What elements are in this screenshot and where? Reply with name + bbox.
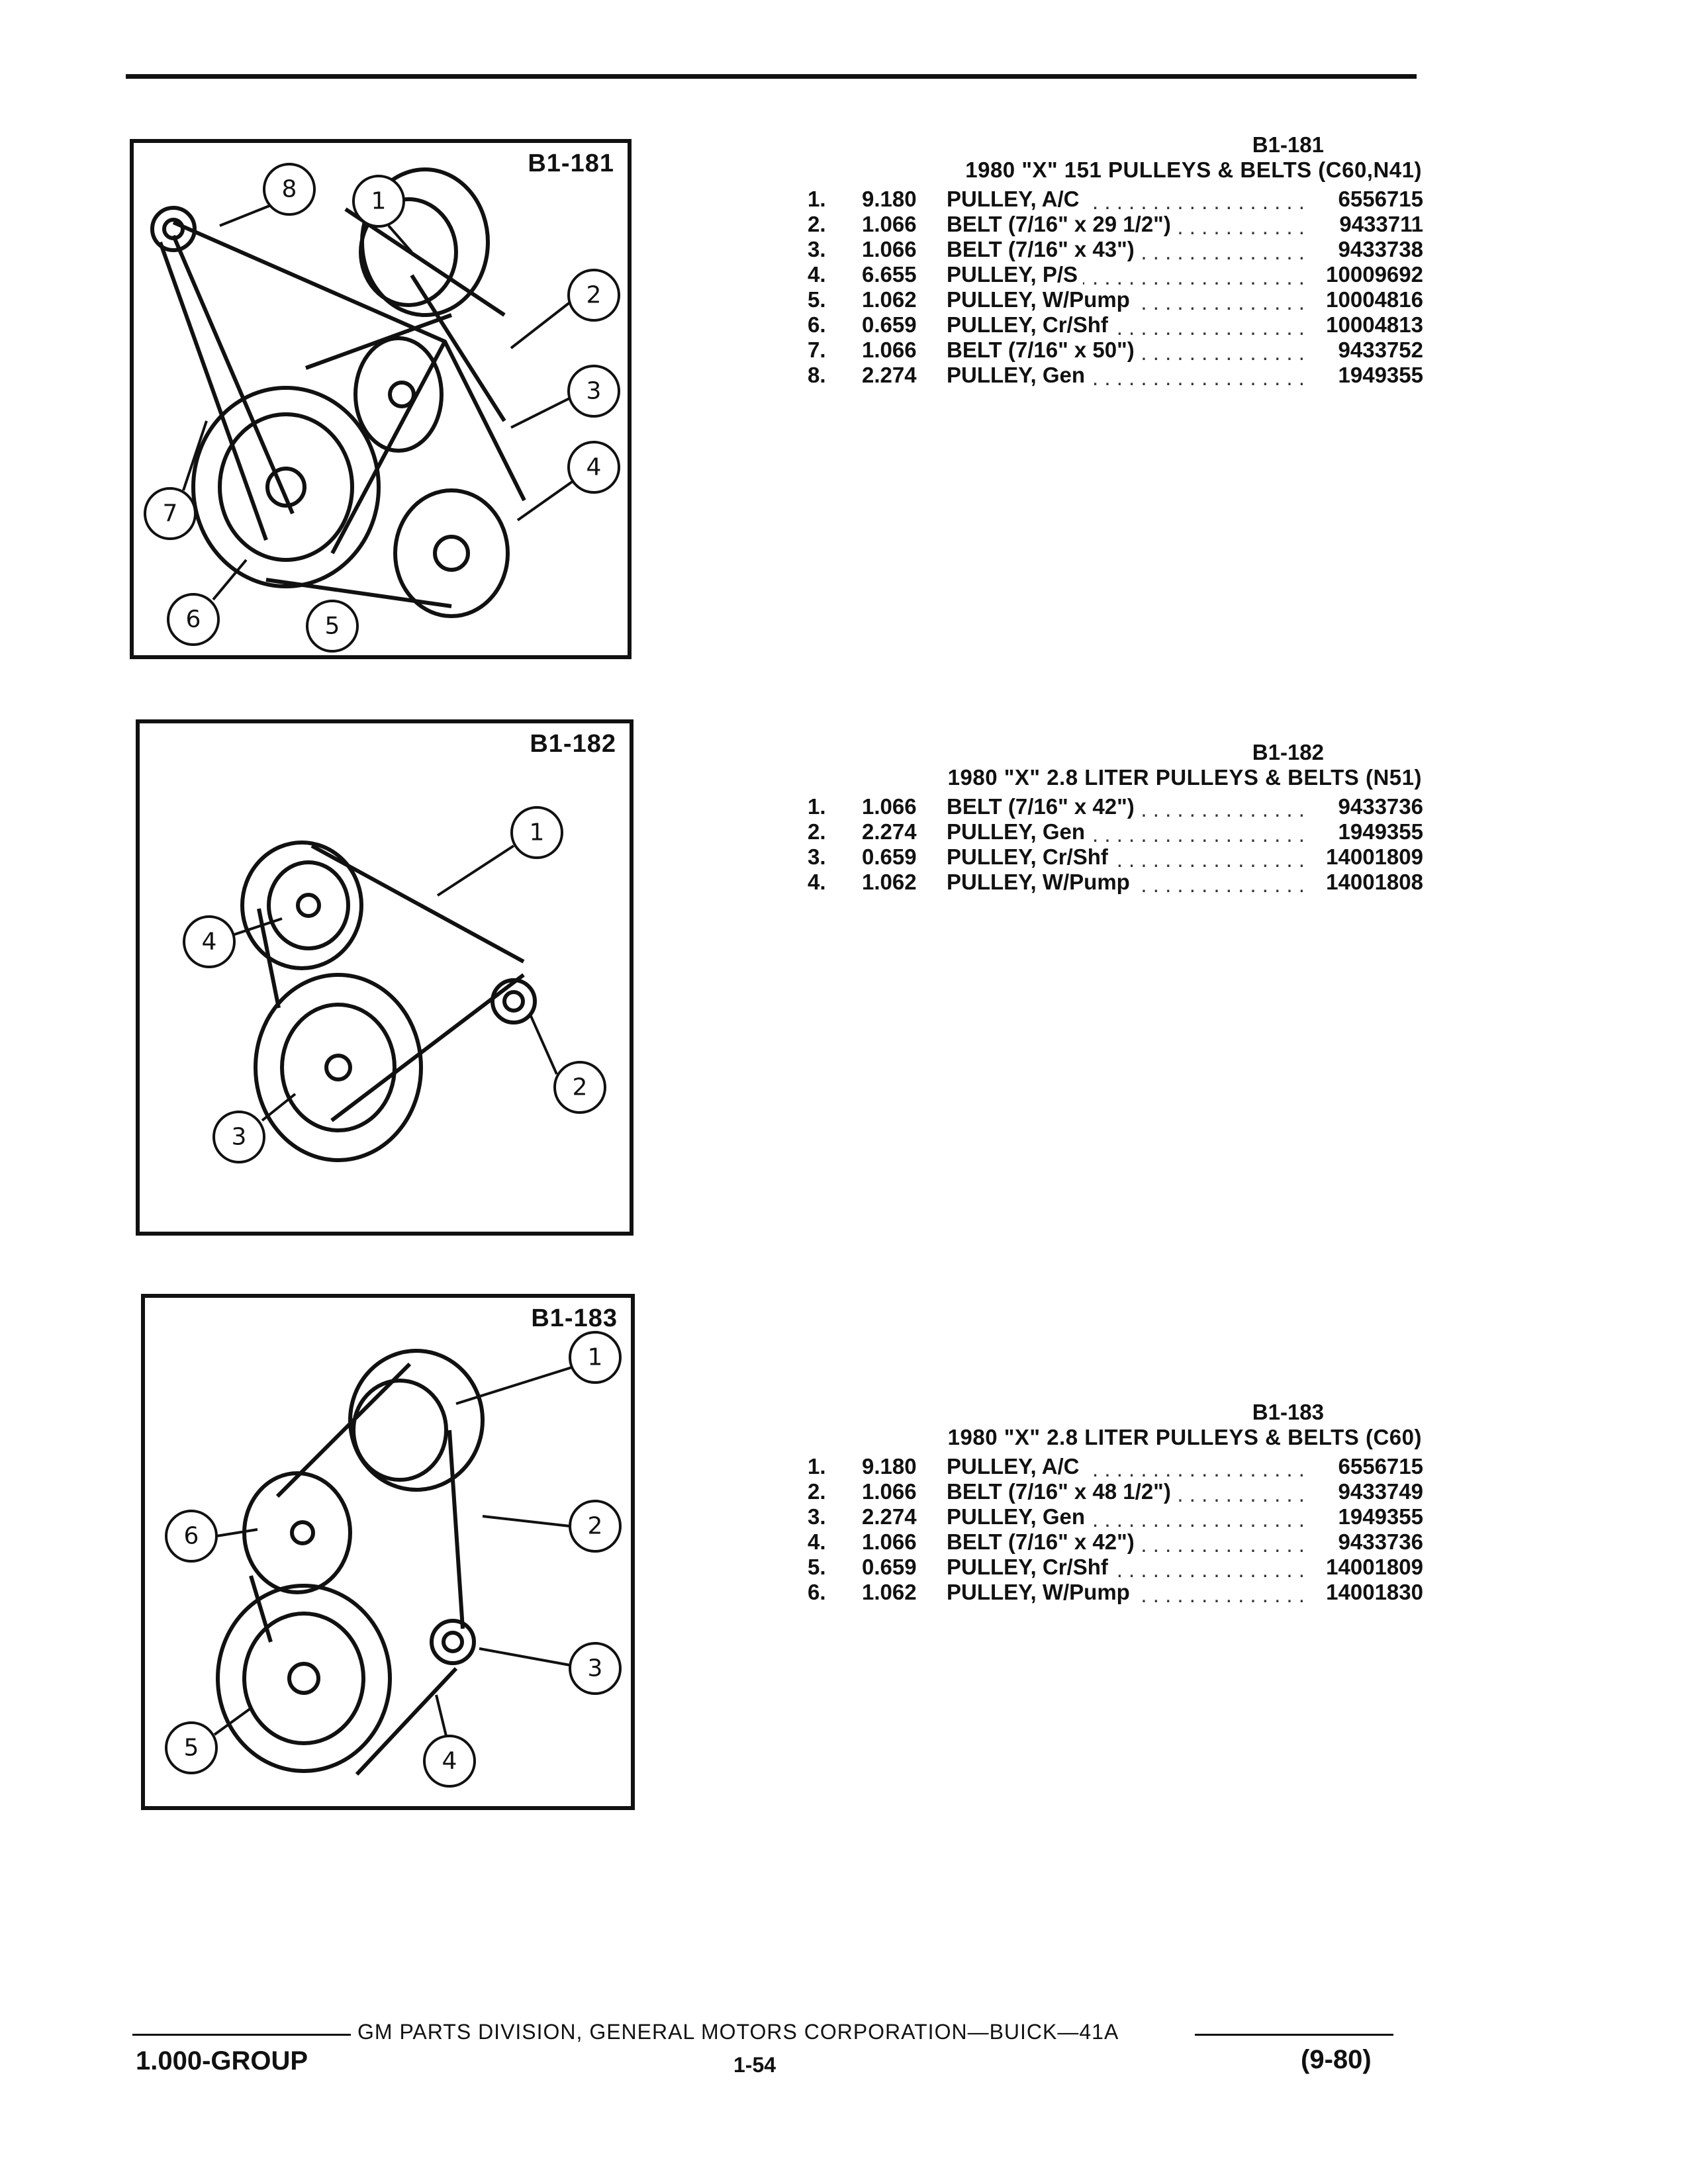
svg-text:4: 4 bbox=[442, 1748, 457, 1775]
callout-2: 2 bbox=[553, 1061, 606, 1114]
svg-text:1: 1 bbox=[371, 188, 387, 215]
figure-label: B1-183 bbox=[531, 1304, 618, 1332]
callout-8: 8 bbox=[263, 163, 316, 216]
figure-b1-183: B1-183 1 6 2 3 5 4 bbox=[141, 1294, 635, 1810]
callout-6: 6 bbox=[165, 1510, 218, 1563]
section-code: B1-181 bbox=[1252, 132, 1324, 157]
footer-publisher: GM PARTS DIVISION, GENERAL MOTORS CORPOR… bbox=[357, 2020, 1119, 2044]
callout-3: 3 bbox=[212, 1111, 265, 1163]
parts-list-b1-182: B1-182 1980 "X" 2.8 LITER PULLEYS & BELT… bbox=[808, 740, 1423, 895]
section-code: B1-182 bbox=[1252, 740, 1324, 764]
svg-text:7: 7 bbox=[163, 500, 178, 527]
section-code: B1-183 bbox=[1252, 1400, 1324, 1424]
section-title: 1980 "X" 2.8 LITER PULLEYS & BELTS (C60) bbox=[947, 1425, 1422, 1449]
callout-1: 1 bbox=[510, 806, 563, 859]
callout-2: 2 bbox=[569, 1500, 622, 1553]
callout-1: 1 bbox=[569, 1331, 622, 1384]
svg-text:6: 6 bbox=[184, 1523, 199, 1550]
svg-text:2: 2 bbox=[586, 282, 602, 309]
figure-label: B1-181 bbox=[528, 150, 614, 177]
page-number: 1-54 bbox=[733, 2053, 776, 2077]
svg-text:3: 3 bbox=[586, 378, 602, 405]
callout-3: 3 bbox=[567, 365, 620, 418]
svg-text:4: 4 bbox=[586, 454, 602, 481]
svg-text:3: 3 bbox=[232, 1124, 247, 1151]
callouts: 8 1 2 3 4 7 6 5 bbox=[144, 163, 620, 653]
svg-text:5: 5 bbox=[325, 613, 340, 640]
footer-date: (9-80) bbox=[1301, 2045, 1372, 2074]
callout-2: 2 bbox=[567, 269, 620, 322]
figure-b1-182: B1-182 1 4 2 3 bbox=[136, 719, 633, 1236]
svg-text:6: 6 bbox=[186, 606, 201, 633]
svg-text:1: 1 bbox=[588, 1344, 603, 1371]
callouts: 1 4 2 3 bbox=[183, 806, 606, 1163]
callout-6: 6 bbox=[167, 593, 220, 646]
footer-group: 1.000-GROUP bbox=[136, 2046, 308, 2075]
parts-list-b1-183: B1-183 1980 "X" 2.8 LITER PULLEYS & BELT… bbox=[808, 1400, 1423, 1605]
svg-text:2: 2 bbox=[573, 1074, 588, 1101]
callout-1: 1 bbox=[352, 175, 405, 228]
callout-5: 5 bbox=[306, 600, 359, 653]
callout-5: 5 bbox=[165, 1721, 218, 1774]
section-title: 1980 "X" 2.8 LITER PULLEYS & BELTS (N51) bbox=[947, 765, 1422, 790]
svg-text:4: 4 bbox=[202, 929, 217, 956]
section-title: 1980 "X" 151 PULLEYS & BELTS (C60,N41) bbox=[965, 158, 1422, 182]
parts-list-b1-181: B1-181 1980 "X" 151 PULLEYS & BELTS (C60… bbox=[808, 132, 1423, 388]
callout-7: 7 bbox=[144, 487, 197, 540]
svg-text:3: 3 bbox=[588, 1655, 603, 1682]
callout-4: 4 bbox=[423, 1735, 476, 1788]
svg-text:5: 5 bbox=[184, 1735, 199, 1762]
pulley-diagram-b1-181: 8 1 2 3 4 7 6 5 bbox=[144, 163, 620, 653]
pulley-diagram-b1-182: 1 4 2 3 bbox=[183, 806, 606, 1163]
callout-4: 4 bbox=[567, 441, 620, 494]
callouts: 1 6 2 3 5 4 bbox=[165, 1331, 622, 1788]
figure-label: B1-182 bbox=[530, 730, 616, 758]
svg-text:8: 8 bbox=[282, 176, 297, 203]
footer-rule-left bbox=[132, 2034, 351, 2036]
top-rule bbox=[126, 74, 1417, 79]
svg-text:1: 1 bbox=[530, 819, 545, 846]
footer-rule-right bbox=[1195, 2034, 1393, 2036]
callout-3: 3 bbox=[569, 1642, 622, 1695]
pulley-diagram-b1-183: 1 6 2 3 5 4 bbox=[165, 1331, 622, 1788]
svg-text:2: 2 bbox=[588, 1513, 603, 1540]
callout-4: 4 bbox=[183, 915, 236, 968]
figure-b1-181: B1-181 8 1 2 bbox=[130, 139, 632, 659]
